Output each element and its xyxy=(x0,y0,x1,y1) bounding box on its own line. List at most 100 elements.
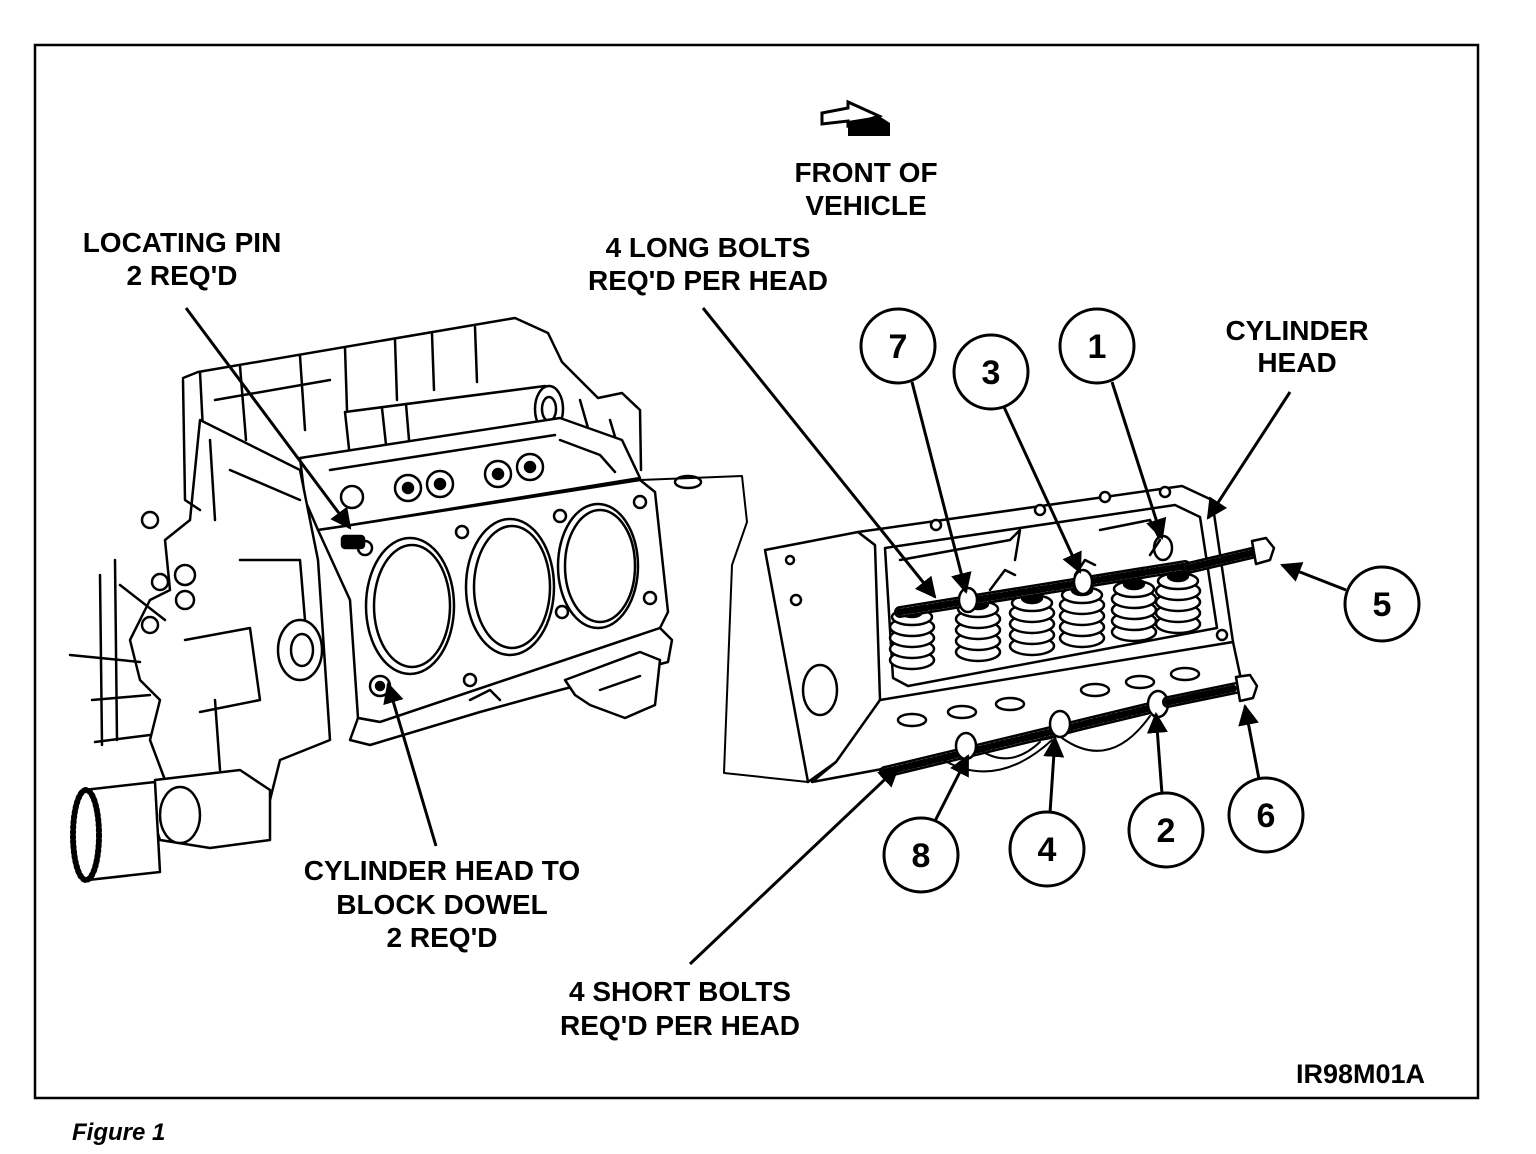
long-bolts-label: REQ'D PER HEAD xyxy=(588,265,828,296)
callout-circle xyxy=(1008,810,1086,888)
leader-callout-4 xyxy=(1043,735,1065,814)
callout-8: 8 xyxy=(882,816,960,894)
timing-cover xyxy=(128,418,332,802)
dowel-label: CYLINDER HEAD TO xyxy=(304,855,580,886)
dowel-label: 2 REQ'D xyxy=(387,922,498,953)
deck-hole xyxy=(632,494,648,510)
callout-number: 6 xyxy=(1257,797,1276,835)
timing-cover-detail xyxy=(181,378,307,772)
callout-5: 5 xyxy=(1343,565,1421,643)
rim-bolt-hole xyxy=(1158,485,1172,499)
cylinder-head-label: CYLINDER xyxy=(1225,315,1368,346)
sensor-housing-face xyxy=(158,785,202,845)
gasket-outline xyxy=(639,475,809,783)
rocker-shaft-bore xyxy=(540,395,558,423)
leader-callout-1 xyxy=(1110,381,1167,540)
leader-locating-pin xyxy=(184,307,352,530)
cylinder-bore xyxy=(563,508,637,624)
short-bolt-thread xyxy=(881,704,1154,776)
long-bolt-head xyxy=(1072,568,1094,596)
callout-circle xyxy=(1343,565,1421,643)
head-port xyxy=(994,696,1026,712)
block-boss-hole xyxy=(433,477,447,491)
bolt-5-thread xyxy=(1184,549,1256,572)
callout-4: 4 xyxy=(1008,810,1086,888)
front-of-vehicle-label: VEHICLE xyxy=(805,190,926,221)
locating-pin xyxy=(340,534,366,550)
figure-code: IR98M01A xyxy=(1296,1059,1425,1089)
oil-filter-knurl xyxy=(70,787,102,883)
valve-spring xyxy=(1154,569,1202,635)
leader-lines xyxy=(184,307,1347,966)
block-top-outline xyxy=(181,316,643,472)
callout-7: 7 xyxy=(859,307,937,385)
deck-hole xyxy=(552,508,568,524)
block-bracket-detail xyxy=(468,674,642,702)
callout-number: 1 xyxy=(1088,328,1107,366)
rim-bolt-hole xyxy=(1098,490,1112,504)
callout-6: 6 xyxy=(1227,776,1305,854)
head-end-port xyxy=(801,663,839,717)
locating-pin-label: 2 REQ'D xyxy=(127,260,238,291)
head-port xyxy=(1079,682,1111,698)
deck-hole xyxy=(454,524,470,540)
leader-callout-3 xyxy=(1002,406,1082,574)
callout-circle xyxy=(952,333,1030,411)
callout-number: 2 xyxy=(1157,812,1176,850)
short-bolts-label: REQ'D PER HEAD xyxy=(560,1010,800,1041)
arrow-icon-side xyxy=(848,116,890,136)
callout-circle xyxy=(1127,791,1205,869)
block-boss-hole xyxy=(523,460,537,474)
callout-number: 8 xyxy=(912,837,931,875)
long-bolt-thread xyxy=(896,562,1189,616)
long-bolt-head xyxy=(957,586,979,614)
cylinder-bore xyxy=(372,543,452,669)
rim-bolt-hole xyxy=(1215,628,1229,642)
cover-bolt xyxy=(140,615,160,635)
callout-number: 3 xyxy=(982,354,1001,392)
dowel-label: BLOCK DOWEL xyxy=(336,889,548,920)
deck-hole xyxy=(462,672,478,688)
callout-3: 3 xyxy=(952,333,1030,411)
deck-hole xyxy=(554,604,570,620)
bolt-6-thread xyxy=(1164,684,1240,706)
block-boss-hole xyxy=(491,467,505,481)
cover-bolt xyxy=(150,572,170,592)
frame-rails xyxy=(68,558,167,747)
cover-bolt xyxy=(173,563,197,587)
valve-spring xyxy=(1008,591,1056,657)
rim-bolt-hole xyxy=(1033,503,1047,517)
locating-pin-label: LOCATING PIN xyxy=(83,227,282,258)
callout-1: 1 xyxy=(1058,307,1136,385)
leader-long-bolts xyxy=(701,307,937,599)
block-deck-band-detail xyxy=(328,433,617,474)
callout-circle xyxy=(1058,307,1136,385)
leader-callout-8 xyxy=(933,754,970,822)
head-port xyxy=(1124,674,1156,690)
cylinder-bore xyxy=(472,524,552,650)
leader-cylinder-head xyxy=(1206,391,1292,520)
long-bolts-label: 4 LONG BOLTS xyxy=(606,232,811,263)
short-bolt-head xyxy=(954,731,978,761)
block-boss xyxy=(339,484,365,510)
long-bolt-head xyxy=(1152,534,1174,562)
leader-short-bolts xyxy=(688,765,900,966)
callout-number: 7 xyxy=(889,328,908,366)
callout-circle xyxy=(859,307,937,385)
callout-circle xyxy=(1227,776,1305,854)
callout-number: 4 xyxy=(1038,831,1057,869)
rim-bolt-hole xyxy=(929,518,943,532)
figure-caption: Figure 1 xyxy=(72,1119,165,1146)
leader-dowel xyxy=(383,681,438,847)
callout-2: 2 xyxy=(1127,791,1205,869)
bolt-6-head xyxy=(1234,673,1259,703)
cover-bolt xyxy=(140,510,160,530)
cylinder-head-label: HEAD xyxy=(1257,347,1336,378)
water-pump-hub xyxy=(289,632,315,668)
valve-spring xyxy=(1110,577,1158,643)
front-of-vehicle-label: FRONT OF xyxy=(794,157,937,188)
engine-block xyxy=(68,316,809,883)
bolt-5-head xyxy=(1250,536,1276,566)
callout-circle xyxy=(882,816,960,894)
